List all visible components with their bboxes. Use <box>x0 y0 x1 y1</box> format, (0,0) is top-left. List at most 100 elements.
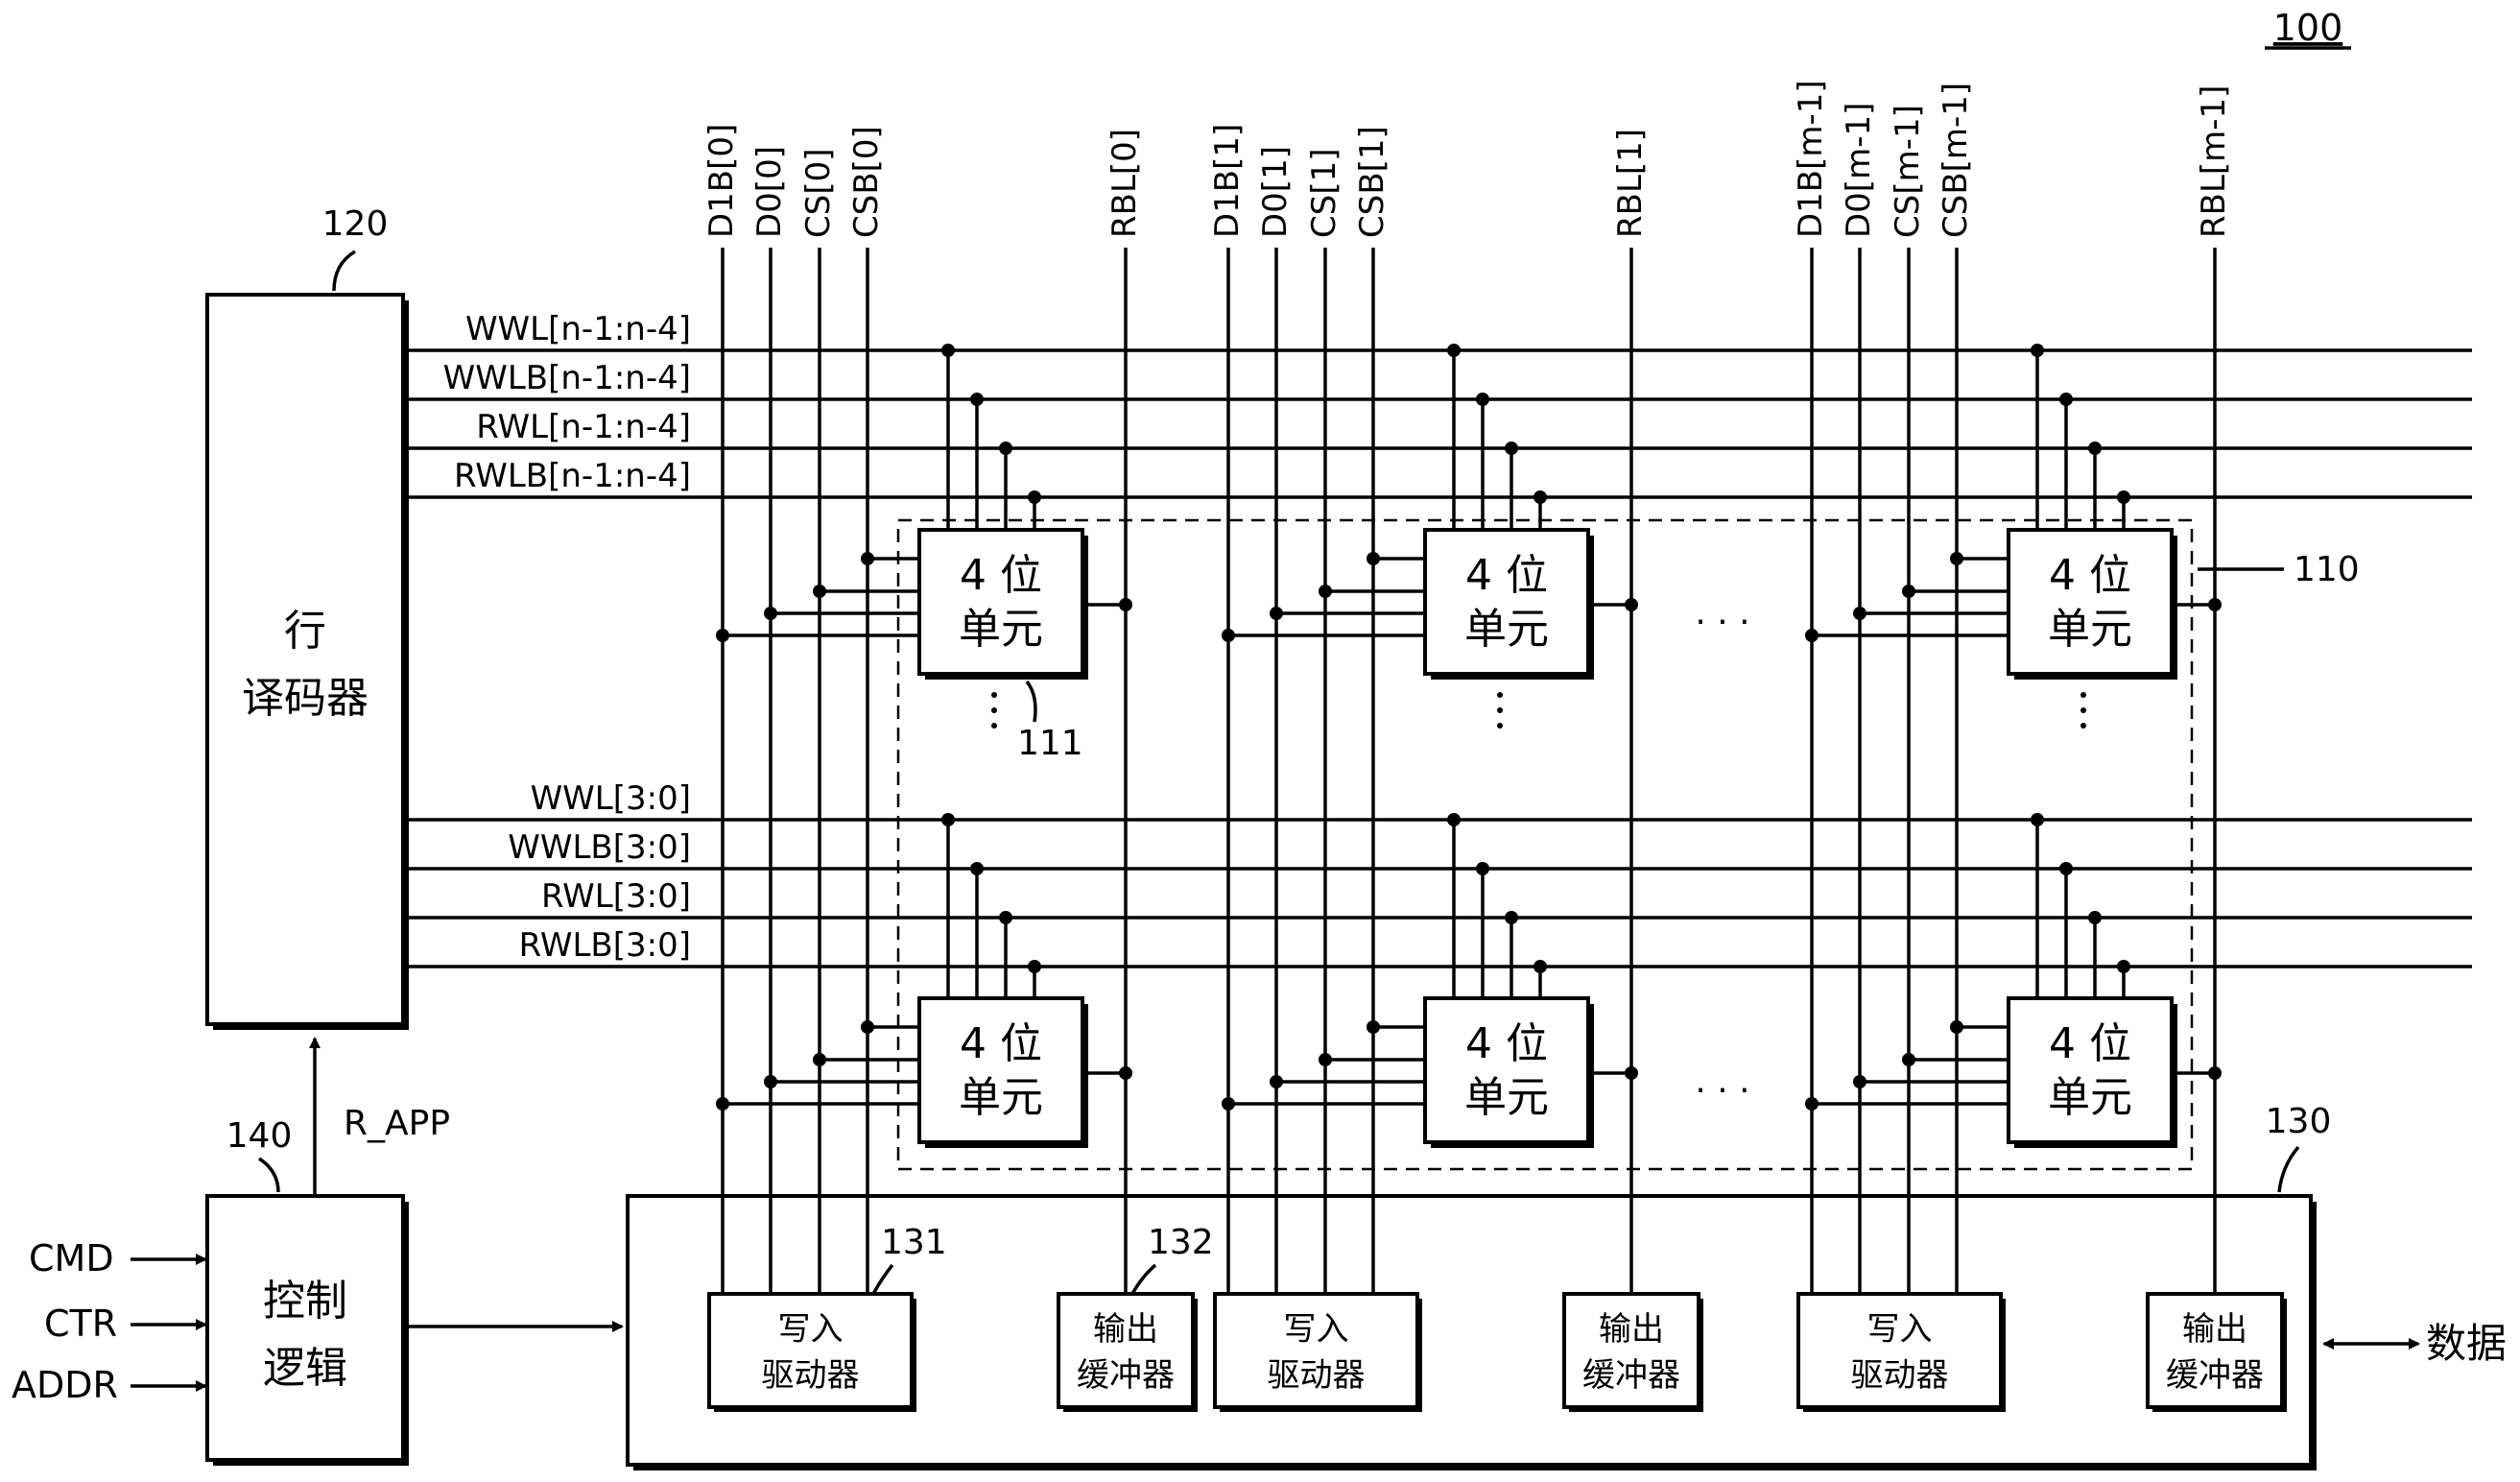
junction-dot <box>999 442 1012 455</box>
four-bit-cell <box>917 528 1084 676</box>
cell-label-line1: 4 位 <box>960 551 1042 600</box>
junction-dot <box>1319 1053 1332 1066</box>
column-line-label: D0[0] <box>750 146 789 238</box>
junction-dot <box>2208 598 2222 611</box>
lower-word-line-labels: WWL[3:0] WWLB[3:0] RWL[3:0] RWLB[3:0] <box>508 779 691 965</box>
column-line-label: CS[0] <box>799 149 838 238</box>
write-driver-label-line1: 写入 <box>1284 1310 1349 1349</box>
junction-dot <box>2208 1066 2222 1080</box>
write-driver-ref: 131 <box>881 1223 947 1262</box>
column-wires <box>721 248 2217 1294</box>
write-driver-label-line2: 驱动器 <box>762 1356 860 1395</box>
junction-dot <box>2031 344 2044 357</box>
cell-label-line1: 4 位 <box>1465 551 1548 600</box>
word-line-label: RWL[n-1:n-4] <box>476 408 691 446</box>
output-buffer-ref: 132 <box>1148 1223 1214 1262</box>
figure-number: 100 <box>2273 7 2343 49</box>
io-block-ref: 130 <box>2266 1102 2332 1141</box>
r-app-label: R_APP <box>344 1104 450 1143</box>
junction-dot <box>1950 1020 1963 1034</box>
junction-dot <box>970 393 984 406</box>
junction-dot <box>1476 862 1489 875</box>
junction-dot <box>1533 490 1547 504</box>
four-bit-cell <box>1423 528 1590 676</box>
write-driver <box>1796 1292 2003 1409</box>
cell-label-line2: 单元 <box>1464 1073 1549 1122</box>
junction-dot <box>1222 1097 1235 1111</box>
junction-dot <box>861 552 874 565</box>
column-line-label: CS[1] <box>1305 149 1343 238</box>
word-line-label: RWLB[3:0] <box>519 926 691 965</box>
column-line-label: CSB[m-1] <box>1937 83 1975 238</box>
write-driver <box>1213 1292 1419 1409</box>
column-line-label: CSB[0] <box>847 126 886 238</box>
input-cmd-label: CMD <box>29 1237 114 1279</box>
junction-dot <box>1805 629 1819 642</box>
memory-array-outline <box>896 518 2194 1171</box>
junction-dot <box>941 344 955 357</box>
junction-dot <box>1222 629 1235 642</box>
cell-label-line1: 4 位 <box>2049 551 2131 600</box>
cell-label-line2: 单元 <box>959 1073 1043 1122</box>
junction-dot <box>1853 607 1866 620</box>
junction-dot <box>764 1075 777 1088</box>
data-port-label: 数据 <box>2426 1320 2507 1367</box>
control-logic-ref-leader <box>258 1157 280 1193</box>
row-decoder-label-line2: 译码器 <box>242 674 368 723</box>
junction-dot <box>716 1097 729 1111</box>
cell-label-line2: 单元 <box>2048 1073 2132 1122</box>
cell-label-line2: 单元 <box>1464 605 1549 654</box>
array-ref: 110 <box>2294 550 2360 589</box>
output-buffer-label-line2: 缓冲器 <box>1582 1356 1680 1395</box>
row-ellipsis <box>991 692 2086 729</box>
upper-word-line-labels: WWL[n-1:n-4] WWLB[n-1:n-4] RWL[n-1:n-4] … <box>443 310 691 495</box>
output-buffer <box>1562 1292 1700 1409</box>
column-ellipsis: · · · <box>1695 603 1749 642</box>
cell-ref: 111 <box>1017 724 1083 763</box>
column-line-label: D1B[1] <box>1208 124 1247 238</box>
junction-dot <box>1119 598 1132 611</box>
row-decoder-ref: 120 <box>322 204 389 244</box>
write-driver-label-line1: 写入 <box>778 1310 844 1349</box>
column-line-label: D0[1] <box>1256 146 1295 238</box>
junction-dot <box>716 629 729 642</box>
cell-label-line2: 单元 <box>959 605 1043 654</box>
junction-dot <box>1902 1053 1915 1066</box>
junction-dot <box>2117 960 2130 973</box>
cell-label-line1: 4 位 <box>2049 1019 2131 1068</box>
word-line-label: RWL[3:0] <box>541 877 691 916</box>
junction-dot <box>1505 442 1518 455</box>
junction-dot <box>1476 393 1489 406</box>
junction-dot <box>1950 552 1963 565</box>
junction-dot <box>2059 862 2073 875</box>
junction-dot <box>1119 1066 1132 1080</box>
column-line-label: D0[m-1] <box>1840 103 1878 238</box>
junction-dot <box>1533 960 1547 973</box>
output-buffer-label-line1: 输出 <box>1599 1310 1664 1349</box>
write-driver-ref-leader <box>871 1263 894 1295</box>
output-buffer <box>2146 1292 2284 1409</box>
four-bit-cell <box>2007 996 2174 1144</box>
junction-dot <box>1505 911 1518 924</box>
junction-dot <box>2059 393 2073 406</box>
output-buffer-label-line2: 缓冲器 <box>1077 1356 1175 1395</box>
row-decoder-label-line1: 行 <box>284 607 326 656</box>
junction-dot <box>2088 911 2102 924</box>
junction-dot <box>2117 490 2130 504</box>
junction-dot <box>2088 442 2102 455</box>
cell-label-line1: 4 位 <box>960 1019 1042 1068</box>
junction-dot <box>1319 585 1332 598</box>
column-group-2-labels: D1B[m-1] D0[m-1] CS[m-1] CSB[m-1] RBL[m-… <box>1792 80 2233 238</box>
cell-label-line1: 4 位 <box>1465 1019 1548 1068</box>
cell-ref-leader <box>1025 680 1037 723</box>
column-line-label: D1B[0] <box>702 124 741 238</box>
junction-dot <box>1447 344 1461 357</box>
output-buffer <box>1057 1292 1195 1409</box>
write-driver-label-line2: 驱动器 <box>1268 1356 1366 1395</box>
cell-label-line2: 单元 <box>2048 605 2132 654</box>
output-buffer-label-line1: 输出 <box>1093 1310 1158 1349</box>
junction-dot <box>2031 813 2044 826</box>
